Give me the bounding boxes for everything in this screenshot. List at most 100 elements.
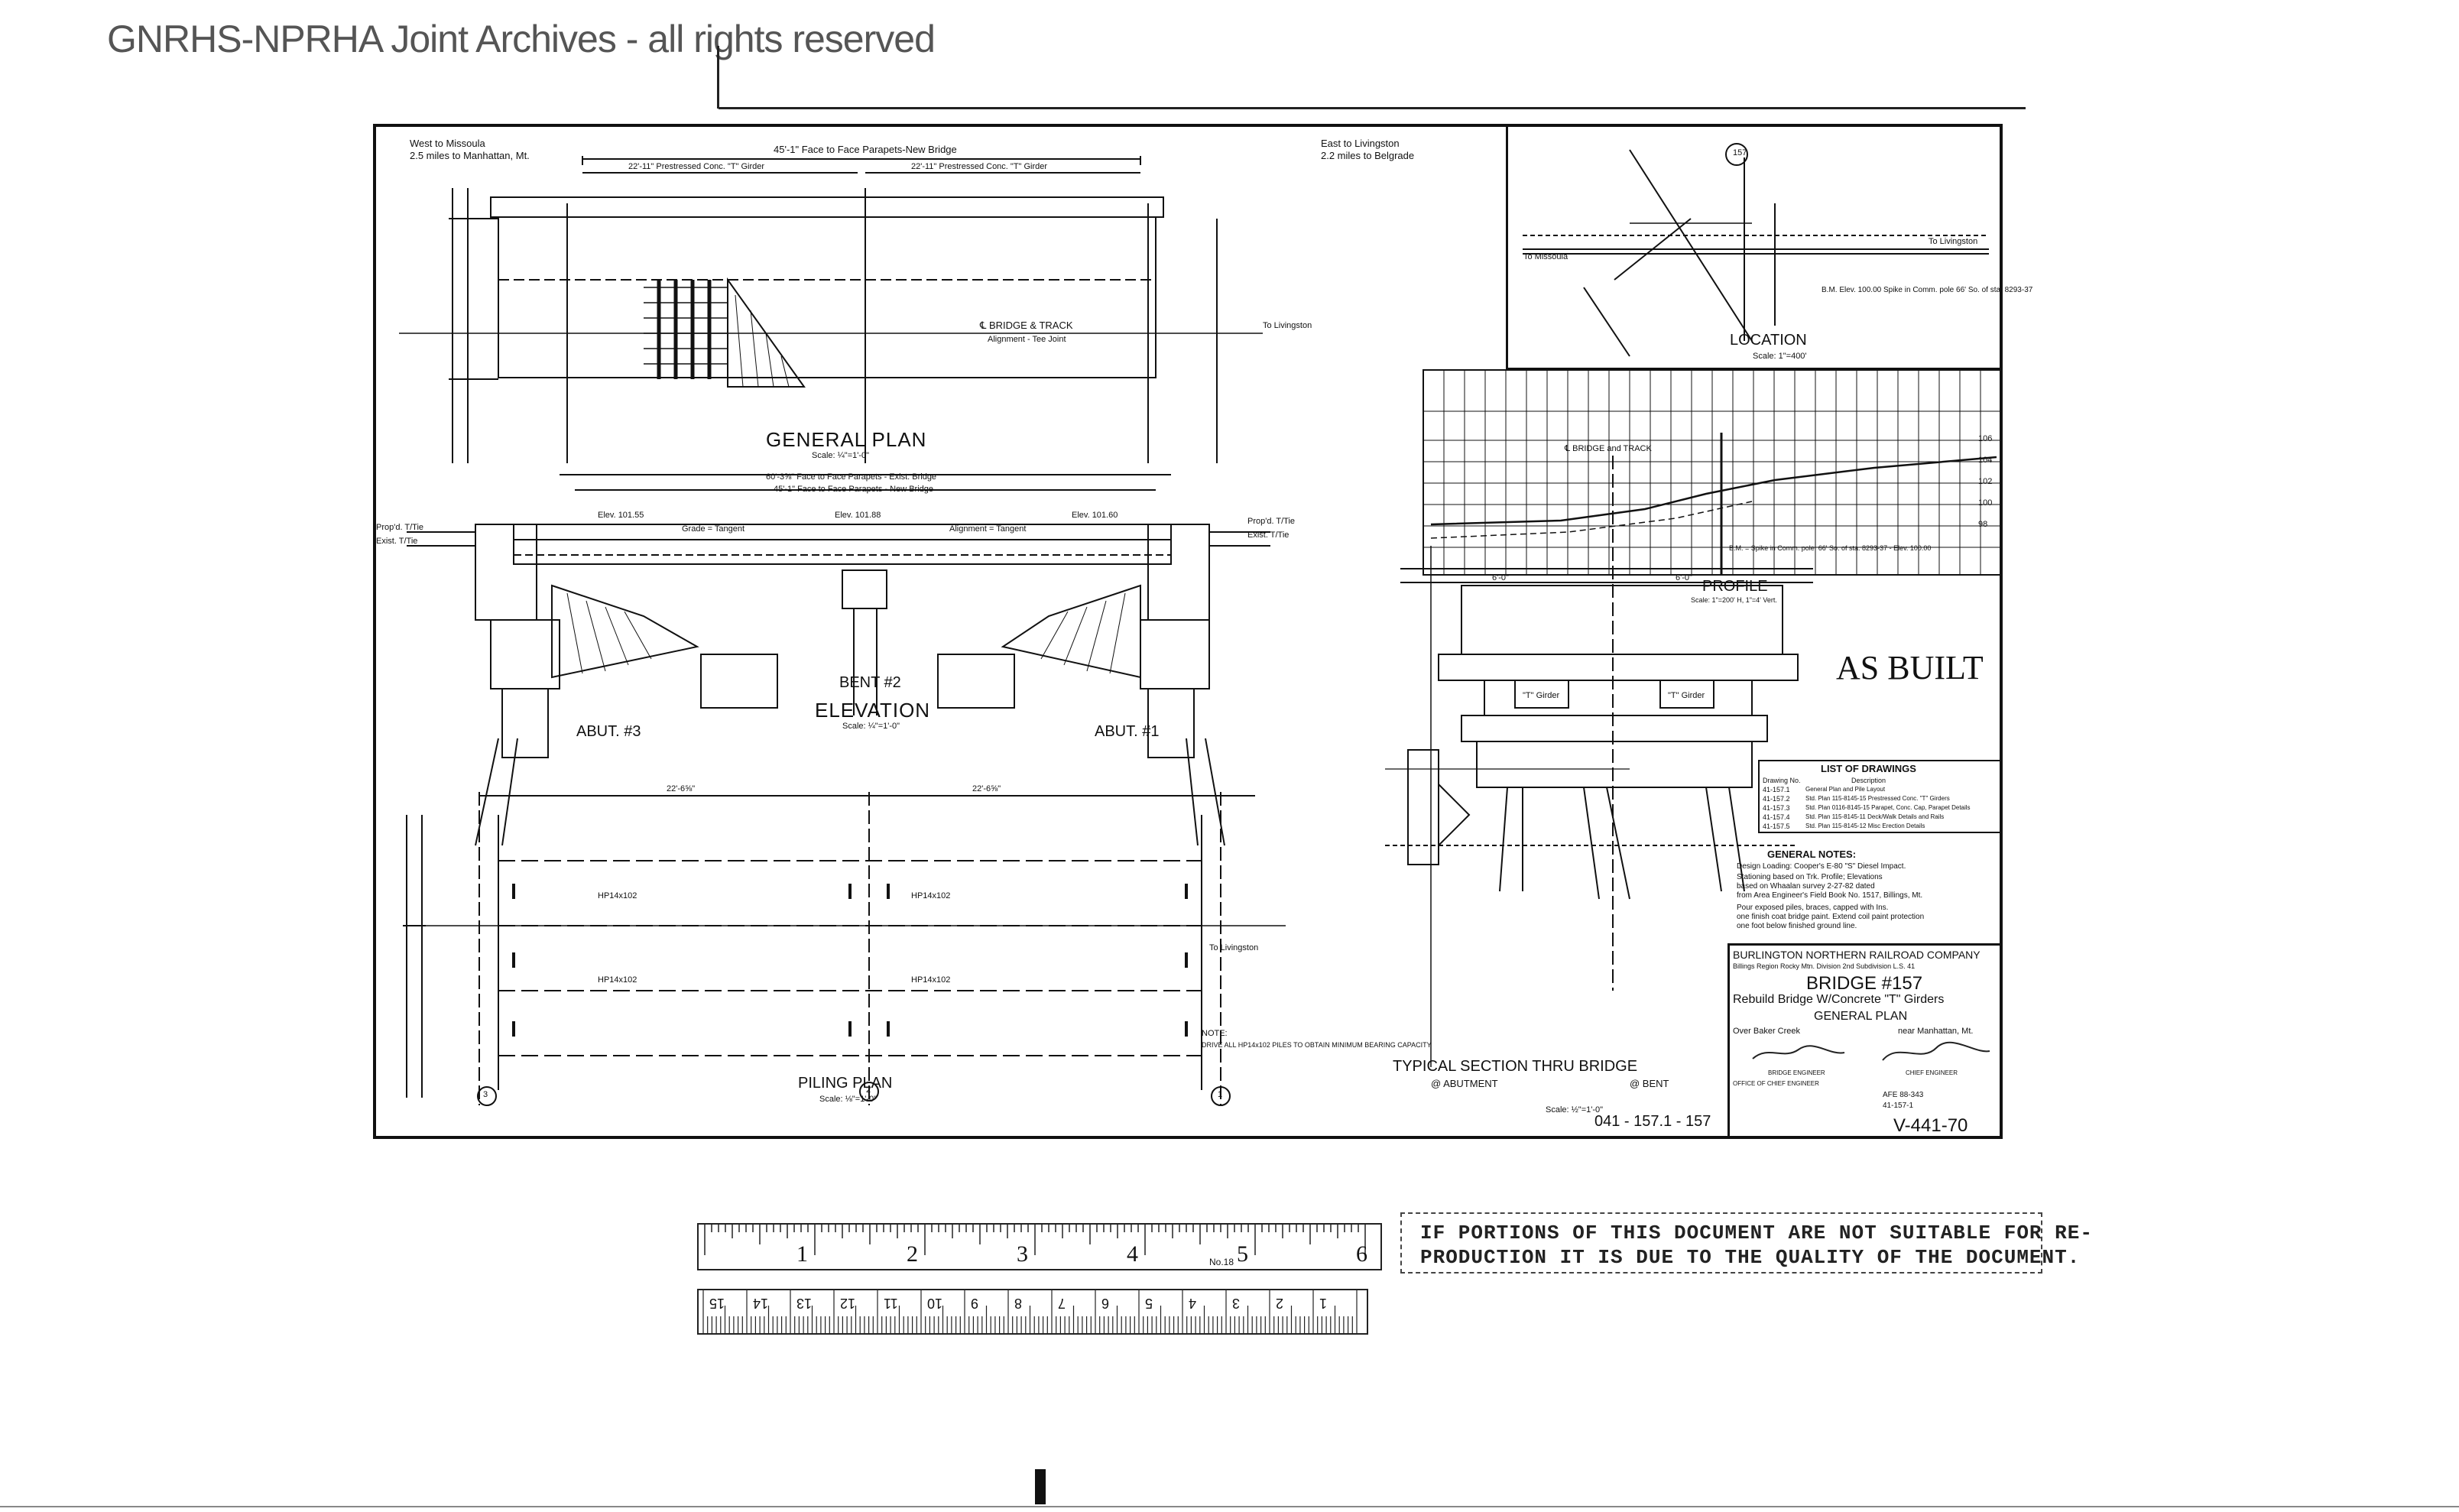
metric-ruler-number: 10: [927, 1296, 943, 1311]
metric-ruler-number: 5: [1145, 1296, 1153, 1311]
grade-note: Grade = Tangent: [682, 524, 745, 534]
location-bridge-number: 157: [1733, 148, 1747, 157]
pile-label-2: HP14x102: [911, 891, 951, 900]
piling-plan-title: PILING PLAN: [798, 1075, 893, 1092]
section-track-centerline: ℄ BRIDGE and TRACK: [1565, 444, 1652, 453]
section-t-girder-right: "T" Girder: [1668, 691, 1705, 700]
alignment-note: Alignment = Tangent: [949, 524, 1027, 534]
bridge-description: Rebuild Bridge W/Concrete "T" Girders: [1733, 993, 1945, 1006]
section-at-bent: @ BENT: [1630, 1078, 1669, 1089]
piling-dim-right: 22'-6⅝": [972, 784, 1001, 793]
registration-mark: [1035, 1469, 1046, 1504]
pile-label-4: HP14x102: [911, 975, 951, 985]
profile-axis-102: 102: [1978, 477, 1993, 486]
abutment-3-label: ABUT. #3: [576, 723, 641, 740]
general-note-2: Stationing based on Trk. Profile; Elevat…: [1737, 873, 1883, 881]
header-rule: [719, 107, 2026, 109]
quality-notice-line-1: IF PORTIONS OF THIS DOCUMENT ARE NOT SUI…: [1420, 1222, 2093, 1244]
metric-ruler-number: 1: [1319, 1296, 1328, 1311]
metric-ruler-number: 7: [1058, 1296, 1066, 1311]
existing-tie-right: Exist. T/Tie: [1247, 530, 1290, 540]
drawing-linework: [399, 143, 2002, 1106]
ruler-number-6: 6: [1356, 1241, 1367, 1267]
list-row-1-desc: General Plan and Pile Layout: [1805, 786, 1886, 793]
metric-ruler-number: 2: [1276, 1296, 1284, 1311]
to-livingston-plan: To Livingston: [1263, 321, 1312, 330]
list-row-3-number: 41-157.3: [1763, 804, 1790, 812]
to-livingston-location: To Livingston: [1929, 237, 1978, 246]
existing-bridge-dimension: 60'-3⅝" Face to Face Parapets - Exist. B…: [766, 472, 937, 482]
profile-axis-104: 104: [1978, 456, 1993, 465]
section-scale: Scale: ½"=1'-0": [1546, 1105, 1604, 1115]
metric-ruler-number: 6: [1101, 1296, 1110, 1311]
drawing-id: 041 - 157.1 - 157: [1594, 1113, 1711, 1130]
header-rule-vertical: [717, 46, 719, 109]
company-name: BURLINGTON NORTHERN RAILROAD COMPANY: [1733, 949, 1981, 961]
profile-axis-98: 98: [1978, 520, 1988, 529]
ruler-model: No.18: [1209, 1257, 1234, 1267]
list-of-drawings: LIST OF DRAWINGS Drawing No. Description…: [1758, 760, 2001, 833]
general-plan-scale: Scale: ¼"=1'-0": [812, 451, 870, 460]
girder-right-label: 22'-11" Prestressed Conc. "T" Girder: [911, 162, 1048, 171]
title-block: BURLINGTON NORTHERN RAILROAD COMPANY Bil…: [1727, 943, 2003, 1139]
new-bridge-dimension: 45'-1" Face to Face Parapets - New Bridg…: [774, 485, 933, 494]
general-note-6: one finish coat bridge paint. Extend coi…: [1737, 913, 1925, 921]
ruler-number-4: 4: [1127, 1241, 1138, 1267]
section-dim-right: 6'-0": [1676, 573, 1692, 582]
metric-ruler-number: 15: [709, 1296, 725, 1311]
list-row-2-desc: Std. Plan 115-8145-15 Prestressed Conc. …: [1805, 795, 1950, 802]
profile-bm-note: B.M. = Spike in Comm. pole, 66' So. of s…: [1729, 544, 1932, 552]
signatures: [1752, 1041, 1990, 1061]
archive-watermark: GNRHS-NPRHA Joint Archives - all rights …: [107, 18, 936, 60]
general-note-1: Design Loading: Cooper's E-80 "S" Diesel…: [1737, 862, 1906, 871]
piling-note-text: DRIVE ALL HP14x102 PILES TO OBTAIN MINIM…: [1202, 1041, 1432, 1049]
list-of-drawings-title: LIST OF DRAWINGS: [1821, 763, 1916, 774]
proposed-tie-right: Prop'd. T/Tie: [1247, 517, 1296, 526]
pile-label-1: HP14x102: [598, 891, 637, 900]
metric-ruler-number: 13: [796, 1296, 813, 1311]
ruler-ticks: [704, 1225, 1366, 1255]
list-row-4-desc: Std. Plan 115-8145-11 Deck/Walk Details …: [1805, 813, 1945, 820]
bridge-track-centerline: ℄ BRIDGE & TRACK: [980, 320, 1073, 331]
piling-dim-left: 22'-6⅝": [667, 784, 696, 793]
office-label: OFFICE OF CHIEF ENGINEER: [1733, 1080, 1819, 1087]
east-direction-note: East to Livingston: [1321, 138, 1400, 149]
chief-engineer-label: CHIEF ENGINEER: [1906, 1069, 1958, 1076]
quality-notice: IF PORTIONS OF THIS DOCUMENT ARE NOT SUI…: [1400, 1212, 2092, 1274]
metric-ruler-number: 3: [1232, 1296, 1241, 1311]
bent-2-label: BENT #2: [839, 674, 901, 691]
drawing-number: 41-157-1: [1883, 1102, 1914, 1110]
elevation-left: Elev. 101.55: [598, 511, 644, 520]
list-row-5-number: 41-157.5: [1763, 823, 1790, 830]
list-col-number: Drawing No.: [1763, 777, 1801, 784]
elevation-mid: Elev. 101.88: [835, 511, 881, 520]
profile-title: PROFILE: [1702, 578, 1768, 595]
general-note-7: one foot below finished ground line.: [1737, 922, 1857, 930]
profile-scale: Scale: 1"=200' H, 1"=4' Vert.: [1691, 596, 1777, 604]
general-notes-title: GENERAL NOTES:: [1767, 848, 1857, 860]
east-miles-note: 2.2 miles to Belgrade: [1321, 150, 1415, 161]
metric-ruler-ticks: [702, 1290, 1358, 1333]
sheet-number: V-441-70: [1893, 1115, 1968, 1136]
existing-tie-left: Exist. T/Tie: [376, 537, 418, 546]
list-row-2-number: 41-157.2: [1763, 795, 1790, 803]
to-missoula-label: To Missoula: [1523, 252, 1569, 261]
ruler-number-2: 2: [907, 1241, 918, 1267]
girder-left-label: 22'-11" Prestressed Conc. "T" Girder: [628, 162, 765, 171]
bottom-edge-rule: [0, 1506, 2459, 1507]
ruler-number-3: 3: [1017, 1241, 1028, 1267]
pile-marker-2: 2: [866, 1085, 871, 1095]
section-dim-left: 6'-0": [1492, 573, 1509, 582]
list-row-5-desc: Std. Plan 115-8145-12 Misc Erection Deta…: [1805, 823, 1925, 829]
piling-note-head: NOTE:: [1202, 1029, 1228, 1038]
profile-axis-100: 100: [1978, 498, 1993, 508]
alignment-joint-note: Alignment - Tee Joint: [988, 335, 1066, 344]
metric-ruler-number: 8: [1014, 1296, 1023, 1311]
measuring-ruler: 1 2 3 4 5 6 No.18: [697, 1223, 1382, 1270]
section-t-girder-left: "T" Girder: [1523, 691, 1560, 700]
bridge-engineer-label: BRIDGE ENGINEER: [1768, 1069, 1825, 1076]
section-at-abutment: @ ABUTMENT: [1431, 1078, 1498, 1089]
profile-axis-106: 106: [1978, 434, 1993, 443]
quality-notice-line-2: PRODUCTION IT IS DUE TO THE QUALITY OF T…: [1420, 1246, 2081, 1269]
